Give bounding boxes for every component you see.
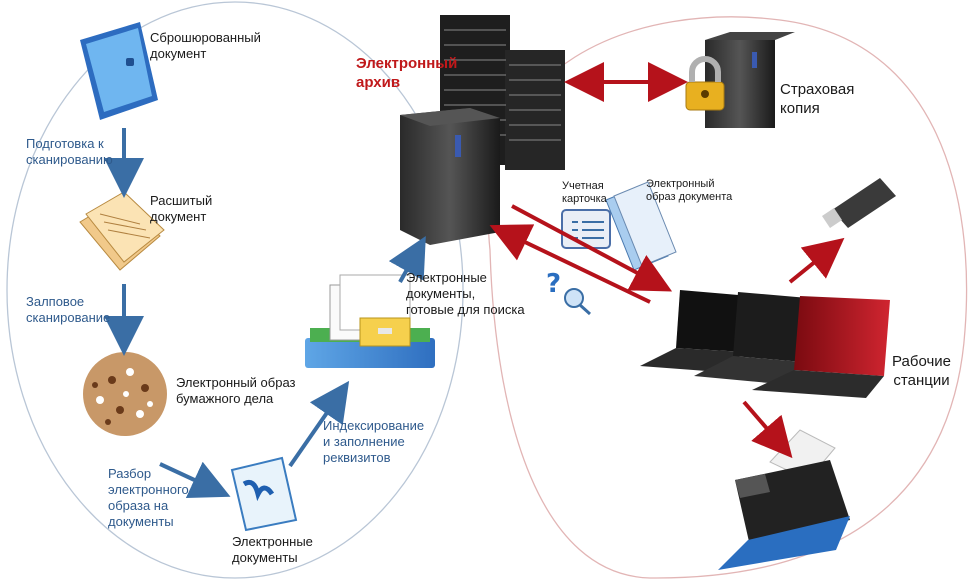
record-card-icon: [561, 209, 611, 249]
indexing-label: Индексирование и заполнение реквизитов: [323, 418, 424, 466]
laptop-3-icon: [752, 296, 890, 398]
edocs-line1: Электронные: [232, 534, 313, 549]
bound-document-icon: [80, 22, 158, 120]
split-image-label: Разбор электронного образа на документы: [108, 466, 189, 530]
backup-line1: Страховая: [780, 81, 855, 98]
ready-line1: Электронные: [406, 270, 487, 285]
bound-document-label: Сброшюрованный документ: [150, 30, 261, 62]
archive-server-icon: [400, 108, 500, 245]
ws-line2: станции: [893, 372, 950, 389]
workstations-label: Рабочие станции: [892, 352, 951, 390]
laptop-2-icon: [694, 292, 808, 384]
backup-copy-label: Страховая копия: [780, 80, 854, 118]
prep-line2: сканированию: [26, 152, 113, 167]
paper-image-sphere-icon: [83, 352, 167, 436]
batch-scanning-label: Залповое сканирование: [26, 294, 110, 326]
split-line1: Разбор: [108, 466, 152, 481]
arrow-folder-to-server: [388, 236, 426, 283]
index-line1: Индексирование: [323, 418, 425, 433]
electronic-documents-icon: [230, 456, 298, 532]
arrow-workstations-to-printer: [742, 400, 793, 459]
eimage-line2: образ документа: [646, 191, 733, 203]
search-question-icon: ?: [546, 269, 592, 316]
left-process-ellipse: [6, 1, 464, 579]
unbound-document-icon: [79, 191, 165, 271]
record-card-label: Учетная карточка: [562, 180, 607, 206]
index-line2: и заполнение: [323, 434, 405, 449]
arrow-workstations-to-usb: [788, 237, 845, 284]
lock-icon: [685, 56, 725, 111]
unbound-doc-line2: документ: [150, 209, 207, 224]
bound-doc-line1: Сброшюрованный: [150, 30, 261, 45]
printer-icon: [718, 429, 850, 570]
prep-line1: Подготовка к: [26, 136, 104, 151]
bound-doc-line2: документ: [150, 46, 207, 61]
archive-title-line2: архив: [356, 74, 401, 91]
ws-line1: Рабочие: [892, 353, 951, 370]
ready-documents-folder-icon: [305, 274, 435, 368]
arrow-split-to-edocs: [159, 461, 231, 499]
prep-scanning-label: Подготовка к сканированию: [26, 136, 113, 168]
split-line4: документы: [108, 514, 174, 529]
usb-stick-icon: [822, 178, 896, 228]
archive-title-line1: Электронный: [356, 55, 458, 72]
document-image-label: Электронный образ документа: [646, 178, 732, 204]
right-process-ellipse: [487, 16, 968, 579]
arrow-workstations-to-server: [489, 224, 651, 304]
ready-line3: готовые для поиска: [406, 302, 525, 317]
arrow-server-to-workstations: [511, 204, 673, 292]
unbound-doc-line1: Расшитый: [150, 193, 213, 208]
archive-title: Электронный архив: [356, 54, 457, 92]
index-line3: реквизитов: [323, 450, 391, 465]
paper-image-label: Электронный образ бумажного дела: [176, 375, 296, 407]
split-line2: электронного: [108, 482, 189, 497]
electronic-documents-label: Электронные документы: [232, 534, 313, 566]
eimage-line1: Электронный: [646, 178, 715, 190]
svg-text:?: ?: [546, 269, 561, 299]
image-line1: Электронный образ: [176, 375, 296, 390]
card-line1: Учетная: [562, 180, 604, 192]
unbound-document-label: Расшитый документ: [150, 193, 212, 225]
ready-line2: документы,: [406, 286, 476, 301]
batch-line1: Залповое: [26, 294, 85, 309]
image-line2: бумажного дела: [176, 391, 274, 406]
card-line2: карточка: [562, 193, 607, 205]
edocs-line2: документы: [232, 550, 298, 565]
arrow-edocs-to-folder: [288, 380, 350, 468]
ready-documents-label: Электронные документы, готовые для поиск…: [406, 270, 525, 318]
backup-line2: копия: [780, 100, 820, 117]
split-line3: образа на: [108, 498, 169, 513]
batch-line2: сканирование: [26, 310, 111, 325]
